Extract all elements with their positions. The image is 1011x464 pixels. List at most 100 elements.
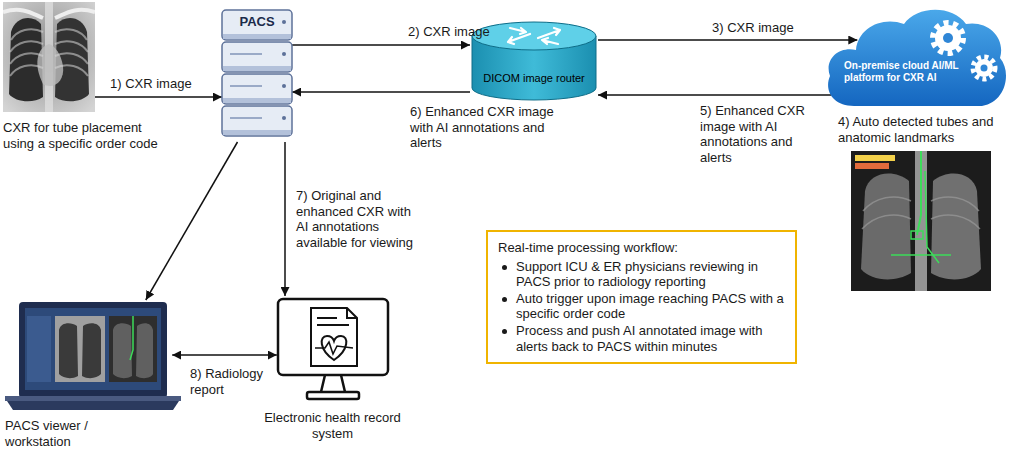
drawing-part <box>315 342 353 354</box>
ai-cloud-drawing <box>822 2 1008 110</box>
edge-label: 2) CXR image <box>408 24 508 40</box>
drawing-part <box>55 65 88 76</box>
edge-label-holder: 2) CXR image <box>408 24 508 40</box>
drawing-part <box>55 41 88 52</box>
bullet-text: Auto trigger upon image reaching PACS wi… <box>516 291 785 322</box>
drawing-part <box>981 65 988 72</box>
flow-arrow <box>292 44 470 46</box>
drawing-part <box>222 42 292 72</box>
drawing-part <box>109 316 157 382</box>
bullet-row: Auto trigger upon image reaching PACS wi… <box>498 291 785 322</box>
drawing-part <box>55 29 87 40</box>
drawing-part <box>851 151 991 291</box>
flow-arrow <box>292 91 470 93</box>
box-heading: Real-time processing workflow: <box>498 240 785 256</box>
bullet-text: Support ICU & ER physicians reviewing in… <box>516 259 785 290</box>
drawing-part <box>223 66 291 71</box>
pacs-server-shape: PACS <box>218 8 296 142</box>
workflow-note-box: Real-time processing workflow: Support IC… <box>486 230 797 364</box>
flow-arrow <box>95 96 222 98</box>
drawing-part <box>911 231 923 239</box>
edge-label-holder: 1) CXR image <box>110 76 210 92</box>
drawing-part <box>282 52 286 56</box>
drawing-part <box>931 215 980 229</box>
drawing-part <box>508 34 530 44</box>
caption-text: CXR for tube placement using a specific … <box>3 120 175 151</box>
drawing-part <box>10 53 43 64</box>
drawing-part <box>508 28 560 44</box>
drawing-part <box>55 53 88 64</box>
drawing-part <box>27 316 51 382</box>
drawing-part <box>321 375 345 392</box>
drawing-part <box>828 10 1006 106</box>
pacs-workstation: PACS viewer / workstation <box>5 300 185 449</box>
annotated-xray-drawing <box>851 151 991 291</box>
shape-label: PACS <box>218 14 296 30</box>
drawing-part <box>317 318 349 325</box>
drawing-part <box>307 392 359 399</box>
flow-arrow <box>598 39 857 41</box>
drawing-part <box>3 2 95 112</box>
edge-label-holder: 6) Enhanced CXR image with AI annotation… <box>410 104 560 151</box>
drawing-part <box>223 130 291 135</box>
annotated-xray-shape <box>851 151 991 291</box>
drawing-part <box>223 34 291 39</box>
drawing-part <box>931 174 981 280</box>
ai-cloud: On-premise cloud AI/ML platform for CXR … <box>822 2 1008 110</box>
drawing-part <box>223 98 291 103</box>
drawing-part <box>973 57 995 79</box>
bullet-dot <box>502 329 507 334</box>
drawing-part <box>933 23 963 53</box>
step-note: 7) Original and enhanced CXR with AI ann… <box>296 188 421 250</box>
flow-arrow <box>146 142 238 300</box>
bullet-dot <box>502 265 507 270</box>
caption-text: 4) Auto detected tubes and anatomic land… <box>838 114 1003 145</box>
ehr-monitor-shape <box>275 296 391 404</box>
drawing-part <box>917 151 921 235</box>
flow-arrow <box>598 94 831 96</box>
drawing-part <box>855 155 895 161</box>
bullet-dot <box>502 297 507 302</box>
drawing-part <box>3 10 95 18</box>
edge-label: 6) Enhanced CXR image with AI annotation… <box>410 104 560 151</box>
drawing-part <box>230 85 262 87</box>
drawing-part <box>10 65 43 76</box>
shape-label: On-premise cloud AI/ML platform for CXR … <box>844 60 966 84</box>
ai-cloud-shape: On-premise cloud AI/ML platform for CXR … <box>822 2 1008 110</box>
ehr-monitor-drawing <box>275 296 391 404</box>
pacs-workstation-shape <box>5 300 181 412</box>
drawing-part <box>7 401 179 410</box>
drawing-part <box>222 74 292 104</box>
edge-label: 5) Enhanced CXR image with AI annotation… <box>700 103 818 165</box>
edge-label: 3) CXR image <box>712 20 812 36</box>
drawing-part <box>943 33 953 43</box>
drawing-part <box>347 308 357 318</box>
drawing-part <box>55 316 105 382</box>
pacs-workstation-drawing <box>5 300 181 412</box>
caption-text: Electronic health record system <box>250 410 415 441</box>
drawing-part <box>230 53 262 55</box>
edge-label: 8) Radiology report <box>190 366 270 397</box>
note-label-holder: 7) Original and enhanced CXR with AI ann… <box>296 188 421 250</box>
pacs-server: PACS <box>218 8 296 142</box>
drawing-part <box>472 22 596 50</box>
drawing-part <box>891 254 951 256</box>
drawing-part <box>230 117 262 119</box>
drawing-part <box>931 197 979 211</box>
shape-label: DICOM image router <box>474 72 594 85</box>
edge-label: 1) CXR image <box>110 76 210 92</box>
drawing-part <box>278 299 388 375</box>
drawing-part <box>130 316 133 360</box>
ehr-monitor: Electronic health record system <box>250 296 415 441</box>
drawing-part <box>37 44 63 86</box>
drawing-part <box>311 308 357 366</box>
drawing-part <box>59 323 101 378</box>
drawing-part <box>19 302 167 398</box>
drawing-part <box>5 396 181 401</box>
drawing-part <box>282 20 286 24</box>
edge-label-holder: 5) Enhanced CXR image with AI annotation… <box>700 103 818 165</box>
drawing-part <box>25 308 161 390</box>
drawing-part <box>855 163 889 169</box>
drawing-part <box>861 174 911 280</box>
